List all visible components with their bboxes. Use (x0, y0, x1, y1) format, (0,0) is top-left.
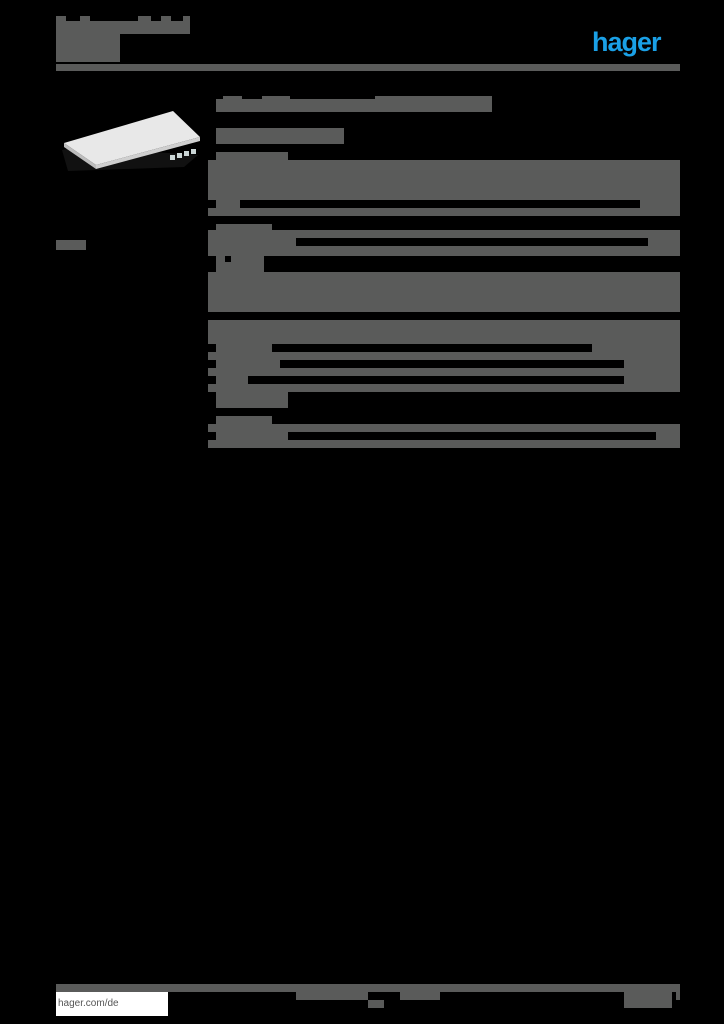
document-subtitle (56, 34, 120, 62)
table-row (208, 272, 680, 312)
product-subheading (216, 128, 344, 144)
footer-page-text (624, 992, 672, 1008)
product-image (62, 111, 200, 171)
section-label (216, 152, 288, 160)
website-link[interactable]: hager.com/de (56, 992, 168, 1016)
footer-rule (56, 984, 680, 992)
product-heading (216, 96, 492, 112)
header-rule (56, 64, 680, 71)
table-row (216, 224, 272, 230)
hager-logo[interactable]: hager (592, 27, 662, 57)
table-section-label (216, 392, 288, 408)
table-row (216, 264, 264, 272)
table-row (216, 416, 272, 424)
side-label (56, 240, 86, 250)
